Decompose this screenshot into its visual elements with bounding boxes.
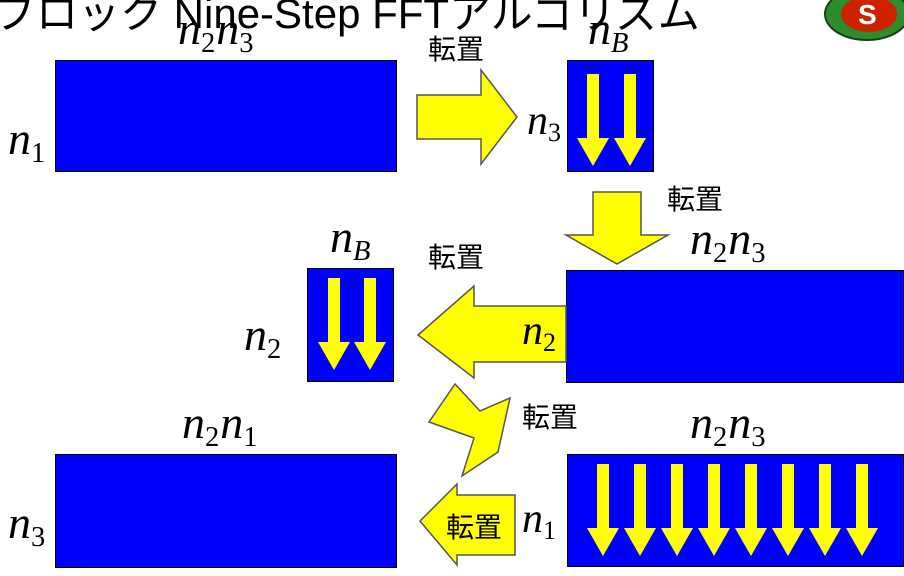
label-top-right-rows: n3	[527, 98, 562, 148]
transpose-label-3: 転置	[428, 241, 485, 274]
big-arrow-left-icon	[416, 284, 567, 380]
big-arrow-right-icon	[416, 67, 518, 167]
transpose-label-1: 転置	[428, 33, 485, 66]
label-mid-left-rows: n2	[244, 309, 282, 365]
big-arrow-bottom-left-icon	[418, 482, 516, 568]
matrix-block-bot-right	[567, 454, 904, 567]
big-arrow-diagonal-icon	[427, 382, 512, 478]
matrix-block-top-right	[567, 60, 654, 172]
matrix-block-mid-right	[566, 270, 904, 383]
transpose-label-5: 転置	[446, 511, 503, 544]
small-arrow-icon	[577, 74, 646, 166]
label-bot-right-cols: n2n3	[690, 397, 766, 453]
big-arrow-down-icon	[563, 191, 671, 265]
transpose-label-2: 転置	[667, 183, 724, 216]
matrix-block-bot-left	[55, 454, 397, 568]
matrix-block-top-left	[55, 60, 397, 172]
label-top-left-rows: n1	[8, 113, 46, 169]
matrix-block-mid-left	[307, 268, 394, 382]
label-top-right-cols: nB	[588, 3, 629, 59]
transpose-label-4: 転置	[522, 401, 579, 434]
small-arrow-icon	[318, 278, 386, 370]
label-mid-right-cols: n2n3	[690, 213, 766, 269]
label-bot-right-rows: n1	[522, 496, 557, 546]
small-arrow-icon	[587, 464, 878, 556]
label-top-left-cols: n2n3	[178, 3, 254, 59]
label-mid-right-rows: n2	[522, 308, 557, 358]
label-mid-left-cols: nB	[330, 211, 371, 267]
slide-title: ブロック Nine-Step FFTアルゴリズム	[0, 0, 700, 37]
label-bot-left-rows: n3	[8, 497, 46, 553]
label-bot-left-cols: n2n1	[182, 397, 258, 453]
